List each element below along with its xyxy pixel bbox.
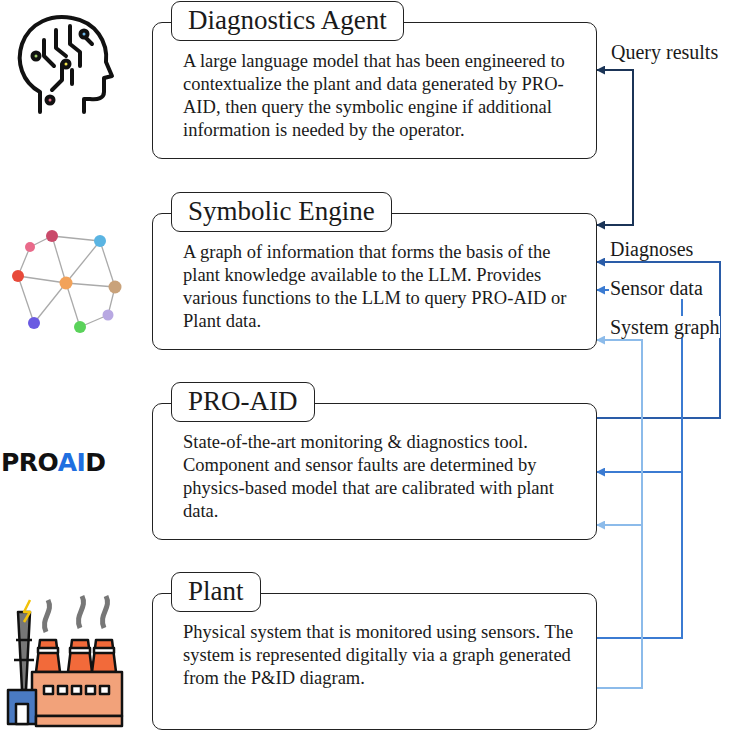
box-heading: Diagnostics Agent [188,4,387,37]
box-heading: Plant [188,575,244,608]
flow-label: System graph [609,316,720,338]
pro-aid-logo: PROAID [1,448,106,478]
heading-tab: Diagnostics Agent [171,1,404,41]
logo-text: AI [58,448,86,477]
graph-icon [12,230,122,333]
component-box: Symbolic EngineA graph of information th… [152,213,597,350]
box-heading: Symbolic Engine [188,195,375,228]
logo-text: PRO [1,448,58,477]
box-description: A large language model that has been eng… [183,50,574,142]
box-description: State-of-the-art monitoring & diagnostic… [183,431,574,523]
factory-icon [8,596,122,726]
data-flow-arrow [597,290,682,638]
data-flow-arrow [597,70,633,225]
component-box: Diagnostics AgentA large language model … [152,22,597,159]
data-flow-arrow [597,525,642,688]
box-heading: PRO-AID [188,385,298,418]
heading-tab: Symbolic Engine [171,192,392,232]
heading-tab: PRO-AID [171,382,315,422]
box-description: Physical system that is monitored using … [183,621,574,690]
box-description: A graph of information that forms the ba… [183,241,574,333]
flow-label: Diagnoses [609,238,694,260]
component-box: PRO-AIDState-of-the-art monitoring & dia… [152,403,597,540]
brain-head-icon [20,17,112,112]
logo-text: D [85,448,105,477]
component-box: PlantPhysical system that is monitored u… [152,593,597,730]
flow-label: Query results [610,41,719,63]
data-flow-arrow [597,472,682,638]
flow-label: Sensor data [609,277,704,299]
heading-tab: Plant [171,572,261,612]
data-flow-arrow [597,340,642,688]
